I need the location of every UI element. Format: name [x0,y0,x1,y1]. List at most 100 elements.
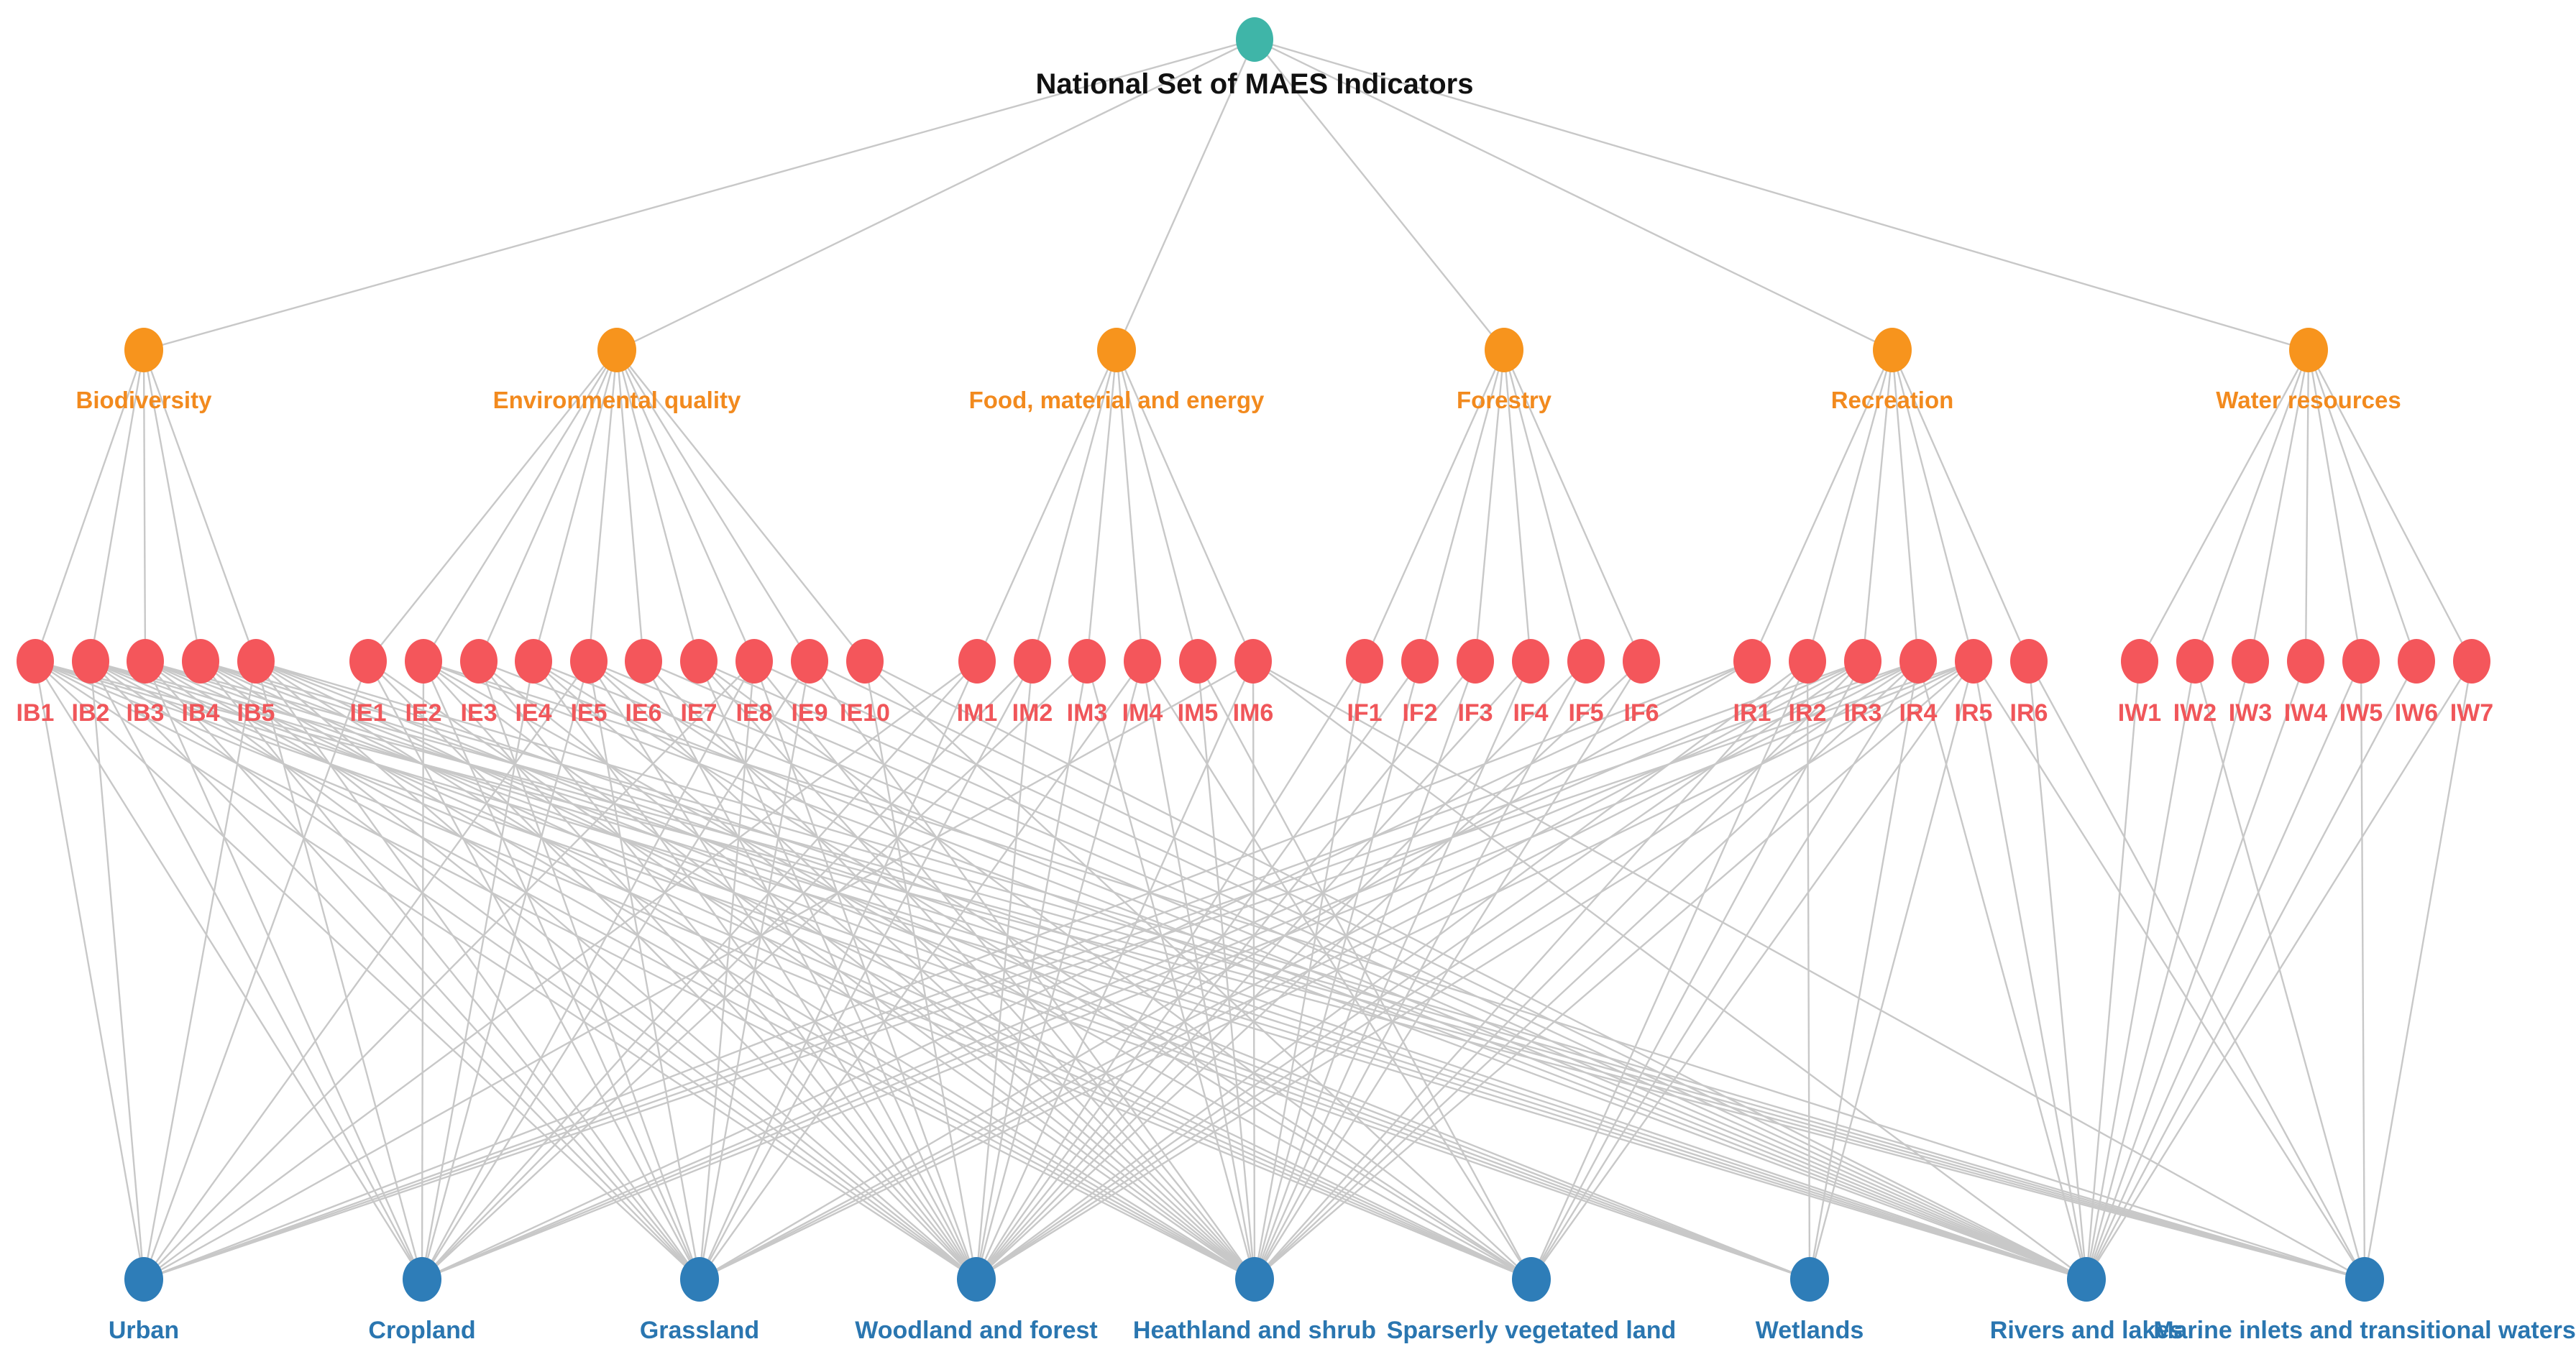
indicator-node-ie2[interactable] [405,639,442,684]
indicator-node-iw3[interactable] [2232,639,2269,684]
indicator-node-ib3[interactable] [127,639,164,684]
indicator-label-ib5: IB5 [237,699,275,727]
indicator-node-im3[interactable] [1068,639,1106,684]
indicator-label-ir1: IR1 [1733,699,1771,727]
edge-f-if2 [1418,349,1505,662]
indicator-node-ir1[interactable] [1733,639,1771,684]
indicator-node-iw1[interactable] [2121,639,2158,684]
edge-ir2-wf [976,661,1808,1280]
network-labels: National Set of MAES IndicatorsBiodivers… [17,68,2576,1344]
indicator-label-ie8: IE8 [735,699,772,727]
indicator-node-im1[interactable] [958,639,996,684]
indicator-node-if5[interactable] [1567,639,1605,684]
edge-ir5-c [421,660,1974,1281]
ecosystem-node-g[interactable] [680,1257,719,1302]
edge-m-im3 [1086,349,1118,662]
edge-e-ie1 [367,349,618,662]
indicator-node-ie1[interactable] [349,639,387,684]
ecosystem-node-sv[interactable] [1512,1257,1551,1302]
edge-m-im4 [1115,349,1144,662]
edge-b-ib1 [34,349,145,662]
indicator-label-iw6: IW6 [2395,699,2438,727]
indicator-label-ir2: IR2 [1789,699,1827,727]
indicator-label-ie3: IE3 [460,699,497,727]
indicator-node-im5[interactable] [1179,639,1216,684]
ecosystem-label-wl: Wetlands [1756,1317,1864,1344]
indicator-node-ie9[interactable] [791,639,828,684]
indicator-node-ie6[interactable] [625,639,662,684]
indicator-node-im2[interactable] [1014,639,1051,684]
indicator-node-ie5[interactable] [570,639,608,684]
edge-m-im6 [1115,349,1255,662]
ecosystem-label-sv: Sparserly vegetated land [1387,1317,1677,1344]
edge-m-im1 [976,349,1118,662]
indicator-node-ib4[interactable] [182,639,219,684]
ecosystem-node-mi[interactable] [2345,1257,2384,1302]
edge-ie8-u [143,661,755,1280]
indicator-label-ie9: IE9 [791,699,828,727]
category-label-f: Forestry [1457,387,1552,413]
ecosystem-node-rl[interactable] [2067,1257,2106,1302]
indicator-node-ib5[interactable] [237,639,275,684]
category-node-b[interactable] [124,328,163,372]
indicator-label-ib4: IB4 [182,699,220,727]
edge-ib5-c [255,661,423,1280]
indicator-node-ie8[interactable] [735,639,773,684]
root-node[interactable] [1236,17,1273,62]
edge-r-ir2 [1806,349,1894,662]
indicator-node-ie3[interactable] [460,639,498,684]
indicator-node-ib1[interactable] [17,639,54,684]
indicator-node-iw5[interactable] [2342,639,2380,684]
ecosystem-node-hs[interactable] [1235,1257,1274,1302]
indicator-node-if3[interactable] [1457,639,1494,684]
indicator-node-ir4[interactable] [1899,639,1937,684]
indicator-node-if1[interactable] [1346,639,1383,684]
category-node-r[interactable] [1873,328,1912,372]
indicator-node-if4[interactable] [1512,639,1549,684]
indicator-node-ie7[interactable] [680,639,718,684]
edge-w-iw1 [2138,349,2310,662]
edge-m-im5 [1115,349,1199,662]
edge-iw5-rl [2085,661,2362,1280]
edge-f-if5 [1503,349,1587,662]
category-node-m[interactable] [1097,328,1136,372]
indicator-node-iw6[interactable] [2398,639,2435,684]
indicator-label-ir3: IR3 [1844,699,1882,727]
edge-ir5-wf [976,660,1974,1281]
indicator-node-iw2[interactable] [2176,639,2214,684]
edge-w-iw5 [2307,349,2362,662]
edge-ib2-mi [90,660,2365,1281]
edge-root-b [143,38,1255,351]
indicator-node-if6[interactable] [1623,639,1660,684]
edge-ir3-u [143,660,1864,1281]
indicator-node-ie4[interactable] [515,639,552,684]
edge-f-if4 [1503,349,1532,662]
indicator-label-iw4: IW4 [2284,699,2328,727]
indicator-node-iw7[interactable] [2453,639,2490,684]
ecosystem-node-wl[interactable] [1790,1257,1829,1302]
indicator-node-im6[interactable] [1234,639,1272,684]
edge-e-ie9 [615,349,811,662]
category-node-w[interactable] [2289,328,2328,372]
indicator-node-ie10[interactable] [846,639,884,684]
indicator-label-if2: IF2 [1402,699,1437,727]
ecosystem-node-u[interactable] [124,1257,163,1302]
indicator-node-iw4[interactable] [2287,639,2324,684]
indicator-node-ir5[interactable] [1955,639,1992,684]
category-node-f[interactable] [1485,328,1523,372]
indicator-node-ir3[interactable] [1844,639,1881,684]
ecosystem-label-mi: Marine inlets and transitional waters [2153,1317,2576,1344]
network-edges [34,38,2473,1281]
edge-e-ie7 [615,349,700,662]
indicator-label-if4: IF4 [1513,699,1548,727]
indicator-node-if2[interactable] [1401,639,1439,684]
category-node-e[interactable] [597,328,636,372]
indicator-node-ir2[interactable] [1789,639,1826,684]
ecosystem-label-g: Grassland [640,1317,759,1344]
category-label-w: Water resources [2216,387,2401,413]
ecosystem-node-c[interactable] [403,1257,441,1302]
indicator-node-im4[interactable] [1124,639,1161,684]
indicator-node-ib2[interactable] [72,639,109,684]
ecosystem-node-wf[interactable] [957,1257,996,1302]
indicator-node-ir6[interactable] [2010,639,2048,684]
